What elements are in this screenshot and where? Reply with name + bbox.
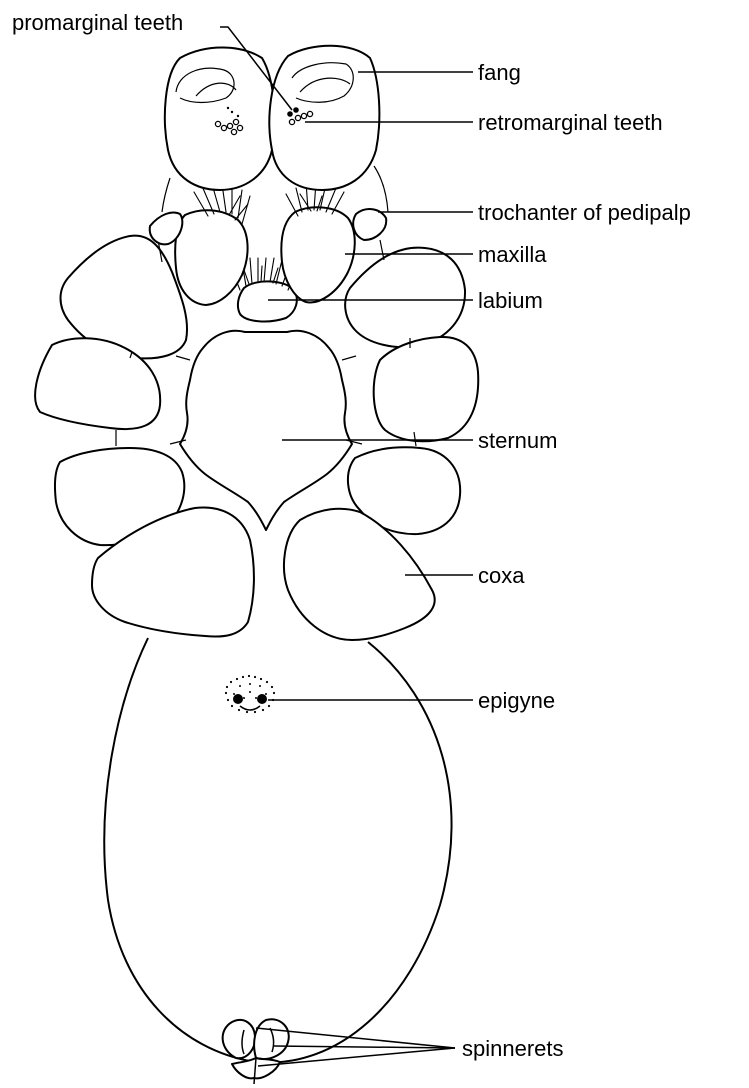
label-labium: labium — [478, 288, 543, 313]
maxilla-right — [281, 207, 354, 302]
label-promarginal-teeth: promarginal teeth — [12, 10, 183, 35]
coxa-right-1 — [345, 248, 465, 348]
label-coxa: coxa — [478, 563, 525, 588]
label-epigyne: epigyne — [478, 688, 555, 713]
chelicera-right — [269, 46, 379, 190]
label-sternum: sternum — [478, 428, 557, 453]
label-fang: fang — [478, 60, 521, 85]
labium — [238, 281, 297, 321]
label-spinnerets: spinnerets — [462, 1036, 564, 1061]
label-trochanter-of-pedipalp: trochanter of pedipalp — [478, 200, 691, 225]
trochanter-of-pedipalp-right — [353, 209, 386, 240]
maxilla-left — [175, 210, 247, 305]
label-maxilla: maxilla — [478, 242, 547, 267]
abdomen — [104, 638, 451, 1063]
coxa-right-2 — [374, 337, 479, 441]
sternum — [180, 331, 352, 530]
label-retromarginal-teeth: retromarginal teeth — [478, 110, 663, 135]
